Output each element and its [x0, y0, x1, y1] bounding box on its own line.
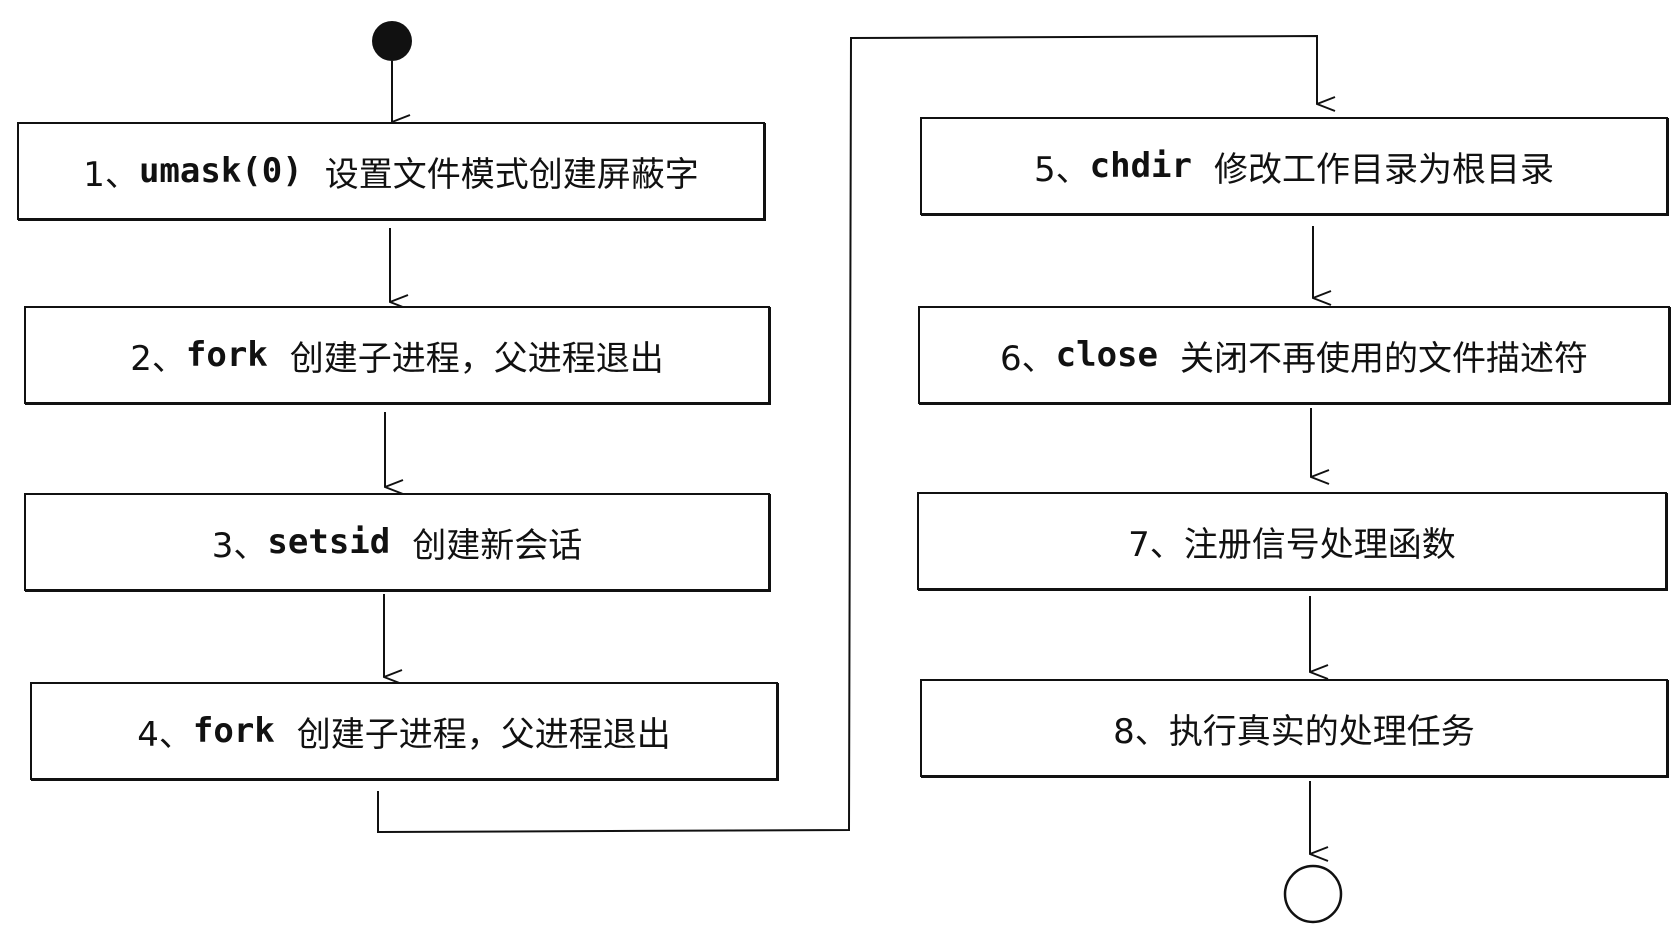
step-8-description: 执行真实的处理任务 — [1168, 711, 1475, 752]
step-1-number: 1、 — [83, 154, 139, 195]
step-5-description: 修改工作目录为根目录 — [1214, 149, 1554, 190]
step-8-box: 8、 执行真实的处理任务 — [920, 679, 1668, 777]
step-2-box: 2、 fork 创建子进程，父进程退出 — [24, 306, 770, 404]
step-1-description: 设置文件模式创建屏蔽字 — [324, 154, 699, 195]
step-3-command: setsid — [267, 522, 391, 562]
step-1-command: umask(0) — [138, 151, 303, 191]
step-6-box: 6、 close 关闭不再使用的文件描述符 — [918, 306, 1670, 404]
step-6-description: 关闭不再使用的文件描述符 — [1180, 338, 1588, 379]
step-7-number: 7、 — [1128, 524, 1184, 565]
step-1-box: 1、 umask(0) 设置文件模式创建屏蔽字 — [17, 122, 765, 220]
step-4-box: 4、 fork 创建子进程，父进程退出 — [30, 682, 778, 780]
step-5-number: 5、 — [1034, 149, 1090, 190]
step-2-description: 创建子进程，父进程退出 — [289, 338, 664, 379]
step-5-box: 5、 chdir 修改工作目录为根目录 — [920, 117, 1668, 215]
end-node — [1283, 864, 1343, 924]
step-6-command: close — [1055, 335, 1158, 375]
start-node — [372, 21, 412, 61]
step-3-number: 3、 — [211, 525, 268, 566]
step-3-box: 3、 setsid 创建新会话 — [24, 493, 770, 591]
step-8-number: 8、 — [1113, 711, 1169, 752]
step-2-command: fork — [185, 335, 268, 375]
step-4-description: 创建子进程，父进程退出 — [296, 714, 671, 755]
step-3-description: 创建新会话 — [412, 525, 583, 566]
step-2-number: 2、 — [130, 338, 186, 379]
step-6-number: 6、 — [1000, 338, 1056, 379]
step-5-command: chdir — [1089, 146, 1192, 186]
step-4-command: fork — [192, 711, 275, 751]
step-7-description: 注册信号处理函数 — [1183, 524, 1456, 565]
step-4-number: 4、 — [137, 714, 193, 755]
connector-step-4-to-5 — [377, 34, 1317, 834]
step-7-box: 7、 注册信号处理函数 — [917, 492, 1667, 590]
